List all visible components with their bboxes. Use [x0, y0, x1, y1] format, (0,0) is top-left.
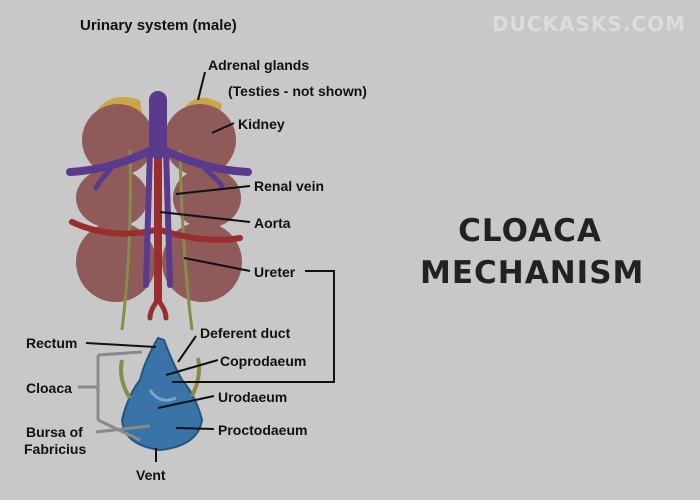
- label-ureter: Ureter: [254, 264, 296, 280]
- deferent-duct-left: [119, 359, 132, 400]
- label-rectum: Rectum: [26, 335, 78, 351]
- label-deferent-duct: Deferent duct: [200, 325, 291, 341]
- cloaca-shadow: [148, 389, 177, 402]
- label-urodaeum: Urodaeum: [218, 389, 288, 405]
- label-coprodaeum: Coprodaeum: [220, 353, 307, 369]
- ureter-left: [120, 149, 132, 331]
- deferent-duct-right: [190, 357, 202, 397]
- label-testies-note: (Testies - not shown): [228, 83, 367, 99]
- cloaca-bracket: [78, 350, 151, 442]
- label-aorta: Aorta: [254, 215, 291, 231]
- renal-vein: [66, 91, 252, 288]
- diagram-title: Urinary system (male): [80, 17, 237, 34]
- label-kidney: Kidney: [238, 116, 285, 132]
- kidney-right: [162, 104, 242, 302]
- label-adrenal-glands: Adrenal glands: [208, 57, 310, 73]
- headline: CLOACA MECHANISM: [420, 210, 645, 294]
- leader-lines: [85, 71, 335, 462]
- label-proctodaeum: Proctodaeum: [218, 422, 308, 438]
- headline-line2: MECHANISM: [420, 255, 645, 291]
- label-bursa-line1: Bursa of: [26, 424, 83, 440]
- label-bursa-line2: Fabricius: [24, 441, 87, 457]
- label-renal-vein: Renal vein: [254, 178, 325, 194]
- watermark: DUCKASKS.COM: [492, 12, 686, 36]
- label-cloaca: Cloaca: [26, 380, 72, 396]
- headline-line1: CLOACA: [458, 213, 602, 249]
- cloaca: [120, 336, 204, 452]
- ureter-right: [178, 149, 194, 331]
- label-vent: Vent: [136, 467, 166, 483]
